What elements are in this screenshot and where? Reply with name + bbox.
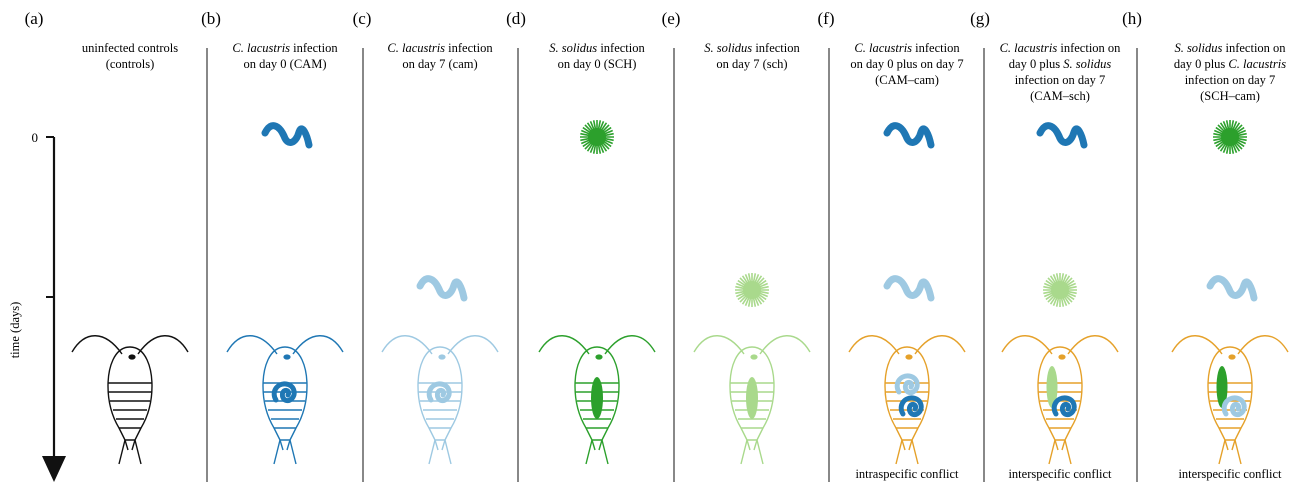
time-axis-label: time (days) [8, 302, 22, 359]
panel-letter: (d) [506, 9, 526, 28]
procercoid-oval-icon [591, 377, 603, 419]
copepod-icon [71, 335, 189, 465]
schistocephalus-star-icon [735, 273, 769, 307]
copepod-icon [538, 335, 656, 465]
procercoid-oval-icon [746, 377, 758, 419]
coiled-larva-icon [894, 373, 920, 396]
panel-letter: (c) [353, 9, 372, 28]
time-axis: 0 time (days) [8, 130, 66, 482]
copepod-icon [1171, 335, 1289, 465]
schistocephalus-star-icon [580, 120, 614, 154]
coiled-larva-icon [1051, 395, 1077, 418]
cestode-worm-icon [1036, 122, 1088, 149]
cestode-worm-icon [416, 275, 468, 302]
treatment-panels: (a) uninfected controls(controls) (b) C. la… [25, 9, 1289, 482]
coiled-larva-icon [1221, 395, 1247, 418]
tick-label-0: 0 [32, 130, 39, 145]
panel-letter: (b) [201, 9, 221, 28]
time-axis-arrowhead [42, 456, 66, 482]
procercoid-oval-icon [1216, 366, 1228, 408]
panel-description: uninfected controls(controls) [82, 41, 178, 71]
cestode-worm-icon [1206, 275, 1258, 302]
panel-letter: (a) [25, 9, 44, 28]
coiled-larva-icon [426, 381, 452, 404]
cestode-worm-icon [883, 122, 935, 149]
procercoid-oval-icon [1046, 366, 1058, 408]
panel-a: (a) uninfected controls(controls) [25, 9, 189, 465]
conflict-label: interspecific conflict [1178, 467, 1282, 481]
schistocephalus-star-icon [1043, 273, 1077, 307]
schistocephalus-star-icon [1213, 120, 1247, 154]
copepod-icon [381, 335, 499, 465]
cestode-worm-icon [261, 122, 313, 149]
cestode-worm-icon [883, 275, 935, 302]
panel-letter: (e) [662, 9, 681, 28]
panel-letter: (f) [818, 9, 835, 28]
conflict-label: intraspecific conflict [855, 467, 959, 481]
coiled-larva-icon [898, 395, 924, 418]
conflict-label: interspecific conflict [1008, 467, 1112, 481]
coiled-larva-icon [271, 381, 297, 404]
panel-letter: (h) [1122, 9, 1142, 28]
panel-letter: (g) [970, 9, 990, 28]
